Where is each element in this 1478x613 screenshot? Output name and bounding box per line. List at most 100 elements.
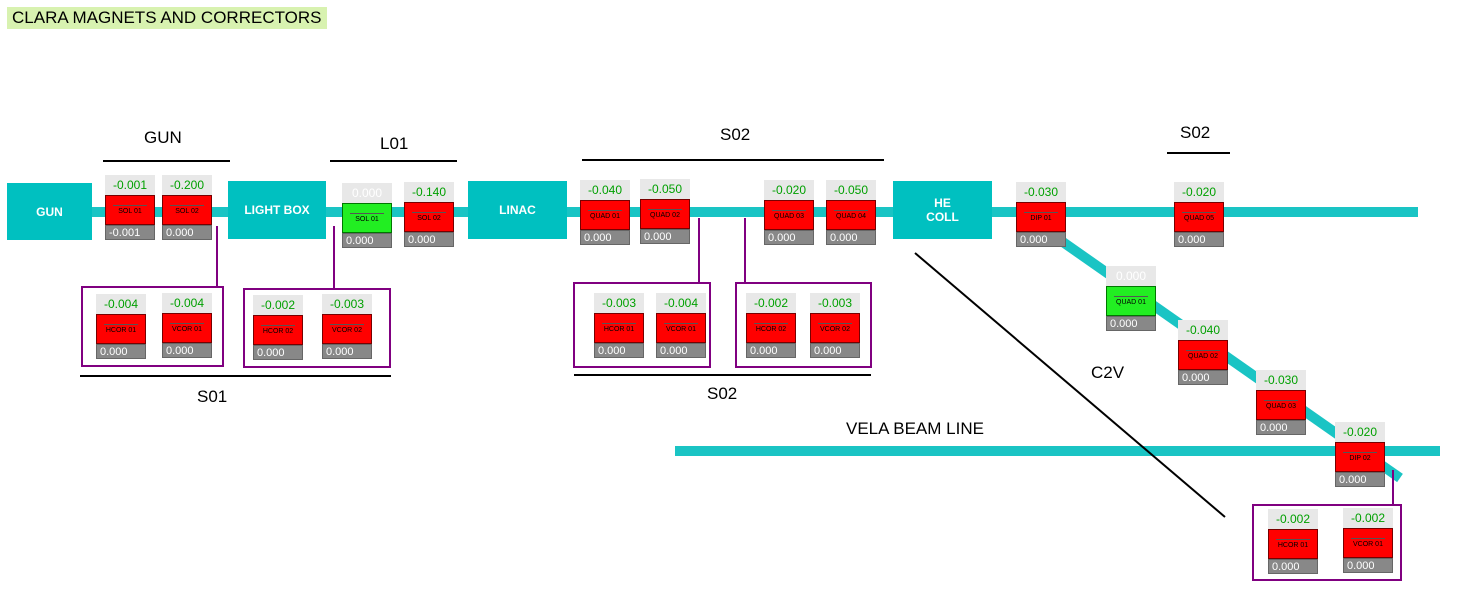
section-label-c2v: C2V bbox=[1091, 363, 1125, 382]
magnet-button[interactable]: VCOR 02 bbox=[810, 313, 860, 343]
magnet-c2v-quad03: -0.030 QUAD 03 0.000 bbox=[1256, 370, 1306, 435]
magnet-name: QUAD 01 bbox=[1116, 299, 1146, 306]
magnet-button[interactable]: VCOR 01 bbox=[656, 313, 706, 343]
connector-s01-b bbox=[333, 226, 335, 288]
gun-block[interactable]: GUN bbox=[7, 183, 92, 240]
magnet-button[interactable]: VCOR 01 bbox=[1343, 528, 1393, 558]
setpoint[interactable]: -0.020 bbox=[1335, 422, 1385, 442]
setpoint[interactable]: -0.040 bbox=[580, 180, 630, 200]
setpoint[interactable]: -0.040 bbox=[1178, 320, 1228, 340]
magnet-button[interactable]: QUAD 04 bbox=[826, 200, 876, 230]
magnet-name: VCOR 01 bbox=[172, 326, 202, 333]
magnet-button[interactable]: QUAD 02 bbox=[1178, 340, 1228, 370]
magnet-button[interactable]: SOL 01 bbox=[342, 203, 392, 233]
magnet-button[interactable]: VCOR 02 bbox=[322, 314, 372, 344]
readback: 0.000 bbox=[1174, 232, 1224, 247]
setpoint[interactable]: -0.020 bbox=[764, 180, 814, 200]
setpoint[interactable]: -0.003 bbox=[322, 294, 372, 314]
readback: 0.000 bbox=[764, 230, 814, 245]
corrector-s02-vcor02: -0.003 VCOR 02 0.000 bbox=[810, 293, 860, 358]
setpoint[interactable]: -0.030 bbox=[1016, 182, 1066, 202]
magnet-button[interactable]: HCOR 01 bbox=[1268, 529, 1318, 559]
light-box-block[interactable]: LIGHT BOX bbox=[228, 181, 326, 239]
connector-s02-a bbox=[698, 218, 700, 282]
magnet-name: DIP 02 bbox=[1349, 455, 1371, 462]
readback: 0.000 bbox=[1268, 559, 1318, 574]
separator-line bbox=[914, 252, 1226, 518]
setpoint[interactable]: -0.001 bbox=[105, 175, 155, 195]
setpoint[interactable]: -0.002 bbox=[1268, 509, 1318, 529]
magnet-c2v-quad02: -0.040 QUAD 02 0.000 bbox=[1178, 320, 1228, 385]
setpoint[interactable]: -0.140 bbox=[404, 182, 454, 202]
magnet-button[interactable]: HCOR 01 bbox=[594, 313, 644, 343]
readback: 0.000 bbox=[96, 344, 146, 359]
magnet-button[interactable]: SOL 02 bbox=[404, 202, 454, 232]
corrector-box-s01-2 bbox=[243, 288, 391, 368]
readback: 0.000 bbox=[1335, 472, 1385, 487]
magnet-button[interactable]: HCOR 01 bbox=[96, 314, 146, 344]
corrector-c2v-hcor01: -0.002 HCOR 01 0.000 bbox=[1268, 509, 1318, 574]
connector-s02-b bbox=[744, 218, 746, 282]
setpoint[interactable]: -0.003 bbox=[594, 293, 644, 313]
corrector-box-s01-1 bbox=[81, 286, 224, 367]
magnet-name: HCOR 01 bbox=[1277, 542, 1309, 549]
magnet-button[interactable]: QUAD 01 bbox=[580, 200, 630, 230]
magnet-name: HCOR 02 bbox=[755, 326, 787, 333]
magnet-gun-sol02: -0.200 SOL 02 0.000 bbox=[162, 175, 212, 240]
magnet-button[interactable]: VCOR 01 bbox=[162, 313, 212, 343]
magnet-name: QUAD 02 bbox=[650, 212, 680, 219]
setpoint[interactable]: -0.050 bbox=[640, 179, 690, 199]
magnet-button[interactable]: QUAD 05 bbox=[1174, 202, 1224, 232]
setpoint[interactable]: -0.002 bbox=[253, 295, 303, 315]
he-coll-block[interactable]: HE COLL bbox=[893, 181, 992, 239]
magnet-button[interactable]: HCOR 02 bbox=[746, 313, 796, 343]
setpoint[interactable]: -0.003 bbox=[810, 293, 860, 313]
magnet-name: QUAD 03 bbox=[774, 213, 804, 220]
readback: 0.000 bbox=[826, 230, 876, 245]
magnet-button[interactable]: QUAD 03 bbox=[1256, 390, 1306, 420]
setpoint[interactable]: -0.002 bbox=[746, 293, 796, 313]
section-label-s02-bottom: S02 bbox=[707, 384, 738, 403]
magnet-button[interactable]: QUAD 02 bbox=[640, 199, 690, 229]
magnet-l01-sol02: -0.140 SOL 02 0.000 bbox=[404, 182, 454, 247]
magnet-name: QUAD 03 bbox=[1266, 403, 1296, 410]
setpoint[interactable]: -0.004 bbox=[162, 293, 212, 313]
setpoint[interactable]: -0.050 bbox=[826, 180, 876, 200]
magnet-s02-quad04: -0.050 QUAD 04 0.000 bbox=[826, 180, 876, 245]
section-label-vela: VELA BEAM LINE bbox=[846, 419, 984, 438]
magnet-button[interactable]: SOL 01 bbox=[105, 195, 155, 225]
magnet-name: QUAD 05 bbox=[1184, 215, 1214, 222]
setpoint[interactable]: -0.002 bbox=[1343, 508, 1393, 528]
readback: 0.000 bbox=[1256, 420, 1306, 435]
readback: 0.000 bbox=[580, 230, 630, 245]
setpoint[interactable]: -0.004 bbox=[656, 293, 706, 313]
magnet-button[interactable]: QUAD 01 bbox=[1106, 286, 1156, 316]
magnet-s02-quad02: -0.050 QUAD 02 0.000 bbox=[640, 179, 690, 244]
magnet-button[interactable]: DIP 01 bbox=[1016, 202, 1066, 232]
setpoint[interactable]: 0.000 bbox=[342, 183, 392, 203]
magnet-button[interactable]: QUAD 03 bbox=[764, 200, 814, 230]
readback: 0.000 bbox=[404, 232, 454, 247]
magnet-quad05: -0.020 QUAD 05 0.000 bbox=[1174, 182, 1224, 247]
readback: 0.000 bbox=[1016, 232, 1066, 247]
corrector-c2v-vcor01: -0.002 VCOR 01 0.000 bbox=[1343, 508, 1393, 573]
readback: 0.000 bbox=[1106, 316, 1156, 331]
setpoint[interactable]: -0.004 bbox=[96, 294, 146, 314]
setpoint[interactable]: -0.200 bbox=[162, 175, 212, 195]
corrector-s02-hcor01: -0.003 HCOR 01 0.000 bbox=[594, 293, 644, 358]
magnet-button[interactable]: SOL 02 bbox=[162, 195, 212, 225]
magnet-dip02: -0.020 DIP 02 0.000 bbox=[1335, 422, 1385, 487]
setpoint[interactable]: 0.000 bbox=[1106, 266, 1156, 286]
readback: 0.000 bbox=[1178, 370, 1228, 385]
readback: 0.000 bbox=[594, 343, 644, 358]
corrector-s01-hcor02: -0.002 HCOR 02 0.000 bbox=[253, 295, 303, 360]
linac-block[interactable]: LINAC bbox=[468, 181, 567, 239]
setpoint[interactable]: -0.020 bbox=[1174, 182, 1224, 202]
magnet-button[interactable]: HCOR 02 bbox=[253, 315, 303, 345]
setpoint[interactable]: -0.030 bbox=[1256, 370, 1306, 390]
vela-beamline bbox=[675, 446, 1440, 456]
corrector-box-c2v bbox=[1252, 504, 1402, 581]
section-label-s02-right: S02 bbox=[1180, 123, 1211, 142]
magnet-name: HCOR 01 bbox=[105, 327, 137, 334]
magnet-button[interactable]: DIP 02 bbox=[1335, 442, 1385, 472]
